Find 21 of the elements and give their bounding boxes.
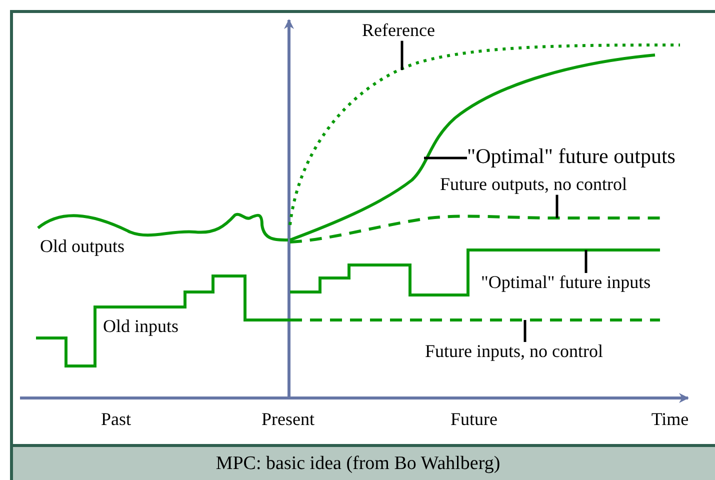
curve-label: Future inputs, no control xyxy=(425,342,603,362)
leader-line xyxy=(556,194,558,218)
curve-label: Reference xyxy=(362,21,435,41)
caption: MPC: basic idea (from Bo Wahlberg) xyxy=(216,452,500,474)
curve-label: Old outputs xyxy=(40,237,125,257)
axis-label: Present xyxy=(262,410,314,430)
curve-label: Future outputs, no control xyxy=(440,175,627,195)
leader-line xyxy=(424,156,467,160)
leader-line xyxy=(524,320,526,342)
reference-curve xyxy=(288,44,680,226)
output-curve xyxy=(290,214,660,244)
axis-label: Past xyxy=(101,410,131,430)
axis-label: Future xyxy=(450,410,498,430)
leader-line xyxy=(400,40,404,70)
axis-label: Time xyxy=(651,410,689,430)
leader-line xyxy=(584,250,588,273)
curve-label: Old inputs xyxy=(103,317,179,337)
input-staircase xyxy=(290,248,660,296)
input-line xyxy=(290,318,660,322)
curve-label: "Optimal" future inputs xyxy=(481,273,651,293)
curve-label: "Optimal" future outputs xyxy=(467,145,676,168)
